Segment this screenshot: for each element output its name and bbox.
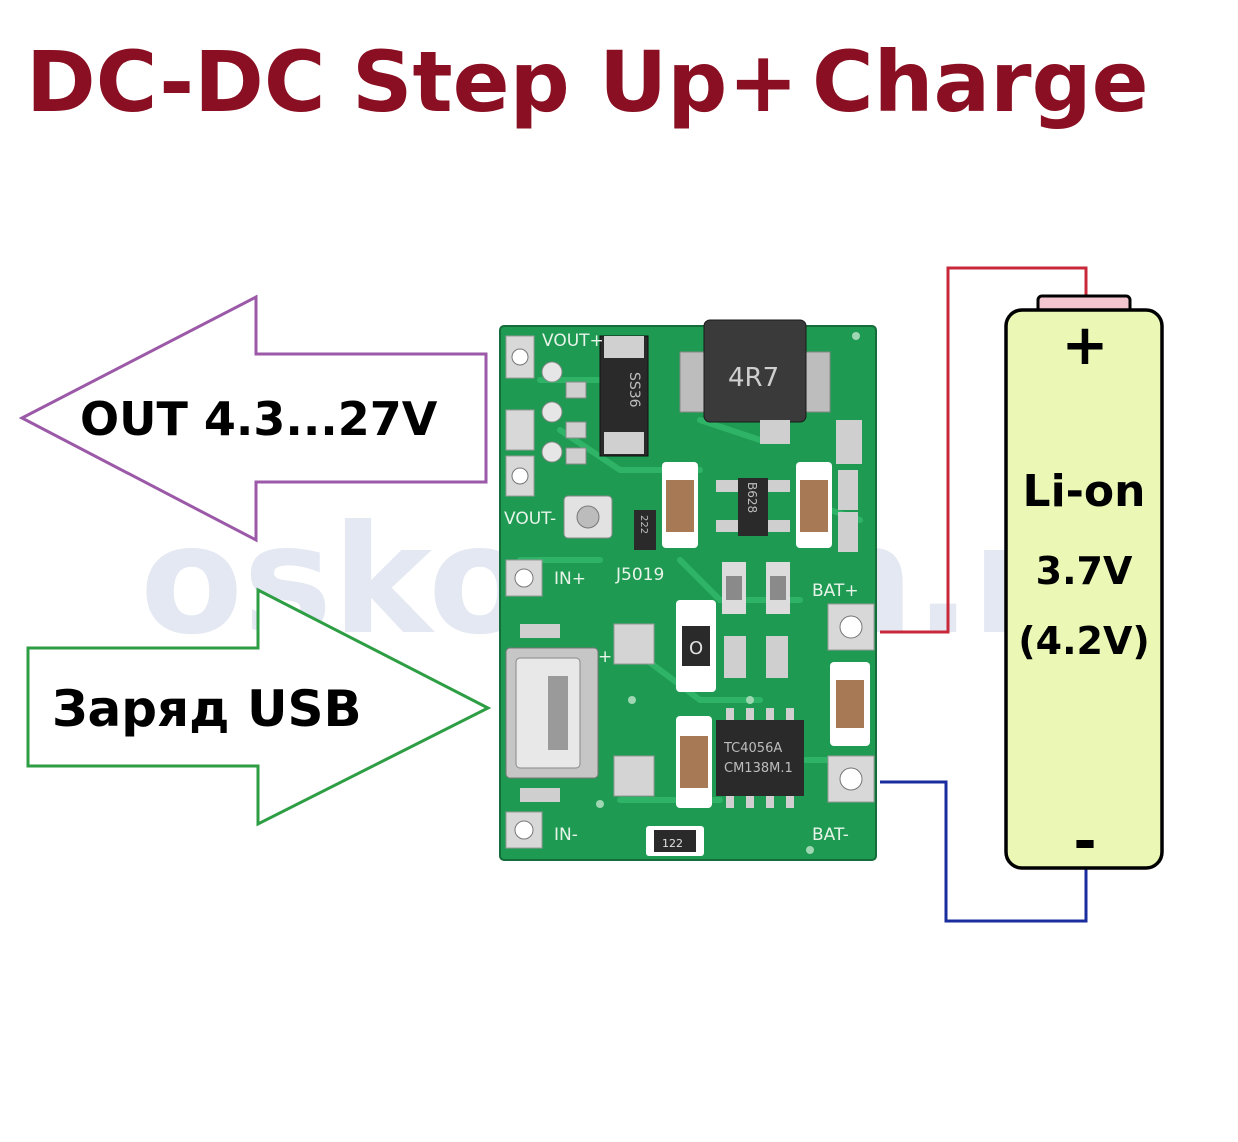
title-charge: Charge [812,33,1149,131]
out-voltage-label: OUT 4.3...27V [80,392,438,446]
charger-ic-mark-line1: TC4056A [723,741,782,756]
resistor-mark-222: 222 [638,515,649,534]
usb-arrow-shape [26,587,492,827]
charger-ic-mark-line2: CM138M.1 [724,761,793,776]
out-arrow-shape [18,294,488,543]
pad-label-vout-plus: VOUT+ [542,331,604,351]
battery-minus-sign: - [1073,809,1097,874]
pad-label-in-plus: IN+ [554,569,586,589]
battery-chemistry-label: Li-on [1022,466,1146,517]
battery-max-voltage-label: (4.2V) [1018,619,1150,663]
inductor-mark: 4R7 [728,363,779,393]
pcb-board [499,319,877,861]
pad-label-vout-minus: VOUT- [504,509,556,529]
title-dc-dc: DC-DC [26,33,326,131]
board-name: J5019 [615,565,664,585]
usb-plus-mark: + [598,647,612,667]
title-step-up: Step Up [352,33,728,131]
battery-voltage-label: 3.7V [1035,549,1133,593]
negative-wire [880,780,1088,923]
battery-body [1004,308,1164,870]
pad-label-bat-plus: BAT+ [812,581,859,601]
positive-wire [880,266,1088,634]
battery-plus-sign: + [1061,313,1109,378]
usb-charge-label: Заряд USB [52,680,362,738]
diode-mark: SS36 [626,372,642,408]
boost-ic-mark: B628 [745,482,759,513]
pad-label-bat-minus: BAT- [812,825,849,845]
resistor-mark-o: O [689,638,703,659]
resistor-mark-122: 122 [662,837,683,850]
title-plus: + [728,33,799,131]
pad-label-in-minus: IN- [554,825,578,845]
